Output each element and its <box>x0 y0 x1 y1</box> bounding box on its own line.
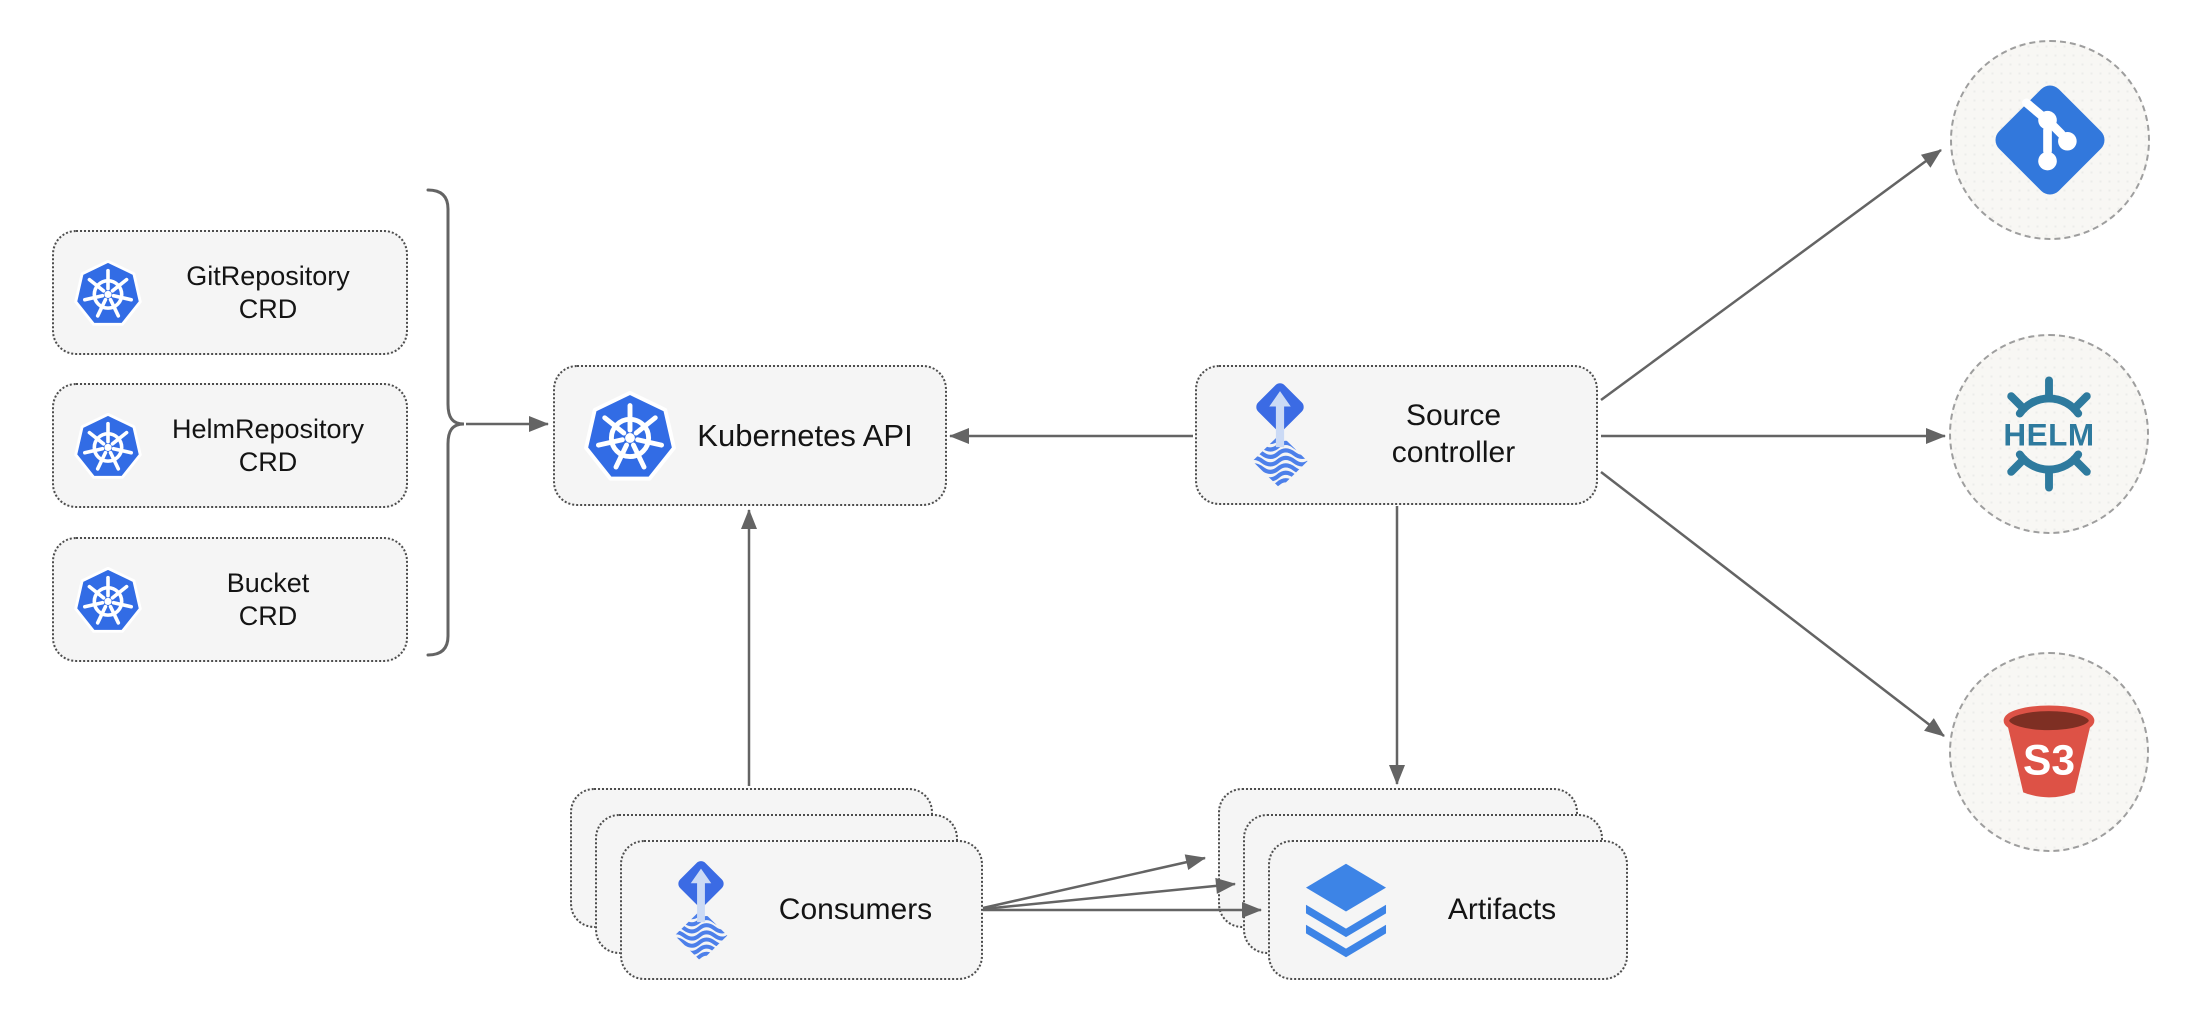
arrow-consumers-to-artifacts-2 <box>982 877 1236 911</box>
crd-label-line2: CRD <box>238 600 298 631</box>
layers-icon <box>1305 863 1387 957</box>
kubernetes-api-label: Kubernetes API <box>697 417 913 453</box>
gitrepository-crd-box: GitRepository CRD <box>52 230 408 355</box>
helm-icon: HELM <box>2003 371 2094 497</box>
helmrepository-crd-label: HelmRepository CRD <box>144 413 406 479</box>
consumers-box: Consumers <box>620 840 983 980</box>
source-controller-label-line1: Source <box>1405 399 1502 433</box>
source-controller-label: Source controller <box>1325 398 1596 471</box>
gitrepository-crd-label: GitRepository CRD <box>144 260 406 326</box>
git-icon <box>1988 78 2112 202</box>
crd-label-line1: GitRepository <box>186 260 350 291</box>
flux-source-icon <box>1235 379 1325 491</box>
kubernetes-icon <box>581 387 679 485</box>
crd-label-line1: Bucket <box>226 567 310 598</box>
git-source-circle <box>1950 40 2150 240</box>
kubernetes-icon <box>73 412 143 479</box>
crd-label-line2: CRD <box>238 293 298 324</box>
bucket-crd-box: Bucket CRD <box>52 537 408 662</box>
s3-source-circle: S3 <box>1949 652 2149 852</box>
artifacts-box: Artifacts <box>1268 840 1628 980</box>
arrow-consumers-to-artifacts-1 <box>982 854 1206 910</box>
s3-bucket-icon: S3 <box>1993 696 2105 808</box>
artifacts-label: Artifacts <box>1447 892 1557 926</box>
consumers-label: Consumers <box>778 892 933 926</box>
arrow-source-controller-to-git <box>1600 148 1942 402</box>
arrow-source-controller-to-s3 <box>1600 471 1945 737</box>
helmrepository-crd-box: HelmRepository CRD <box>52 383 408 508</box>
flux-source-icon <box>658 857 744 964</box>
helm-wordmark: HELM <box>2003 417 2094 453</box>
crd-label-line1: HelmRepository <box>171 413 365 444</box>
kubernetes-icon <box>73 566 143 633</box>
bucket-crd-label: Bucket CRD <box>144 567 406 633</box>
crd-label-line2: CRD <box>238 446 298 477</box>
s3-wordmark: S3 <box>2023 736 2075 784</box>
source-controller-box: Source controller <box>1195 365 1598 505</box>
source-controller-label-line2: controller <box>1391 436 1516 469</box>
kubernetes-api-box: Kubernetes API <box>553 365 947 506</box>
crd-group-bracket <box>426 188 465 657</box>
kubernetes-icon <box>73 259 143 326</box>
helm-source-circle: HELM <box>1949 334 2149 534</box>
